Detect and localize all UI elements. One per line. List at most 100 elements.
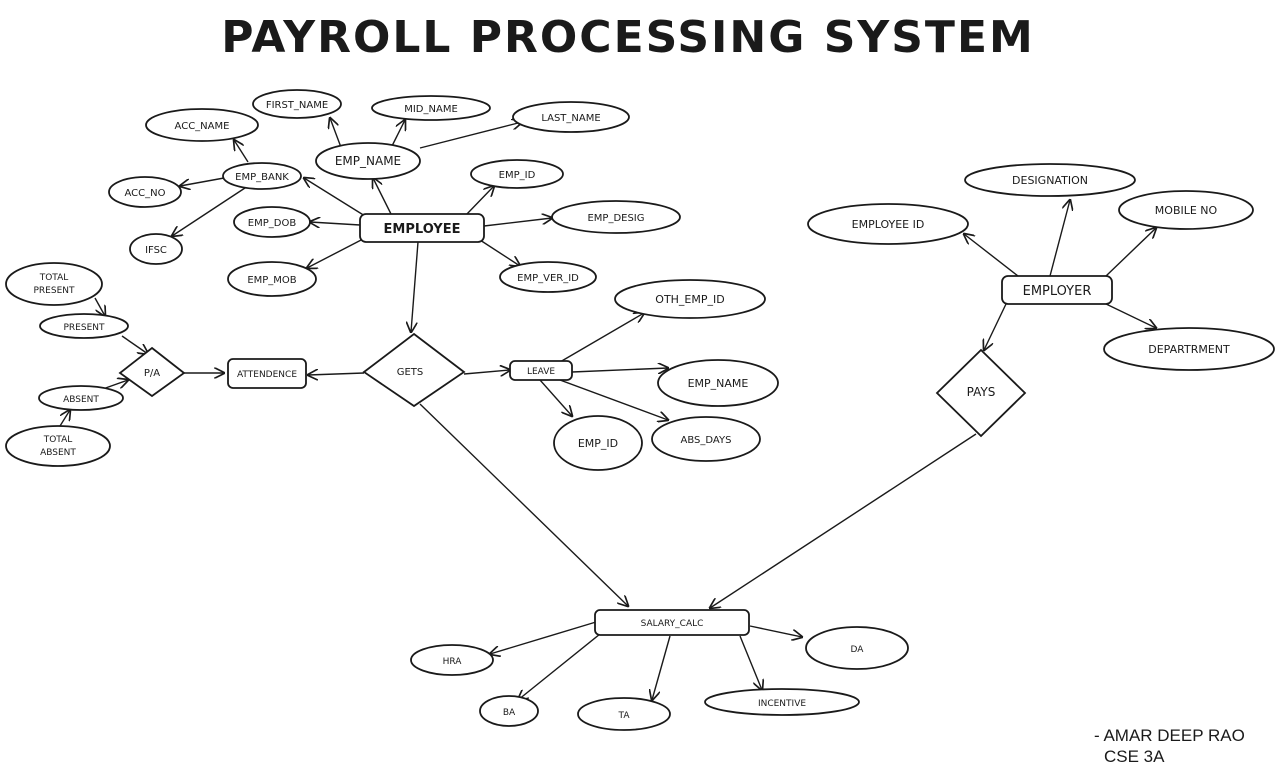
attr-emp-id-label: EMP_ID	[499, 170, 536, 181]
attr-mobile-no-label: MOBILE NO	[1155, 204, 1218, 217]
attr-leave-emp-name-shape	[657, 359, 779, 407]
relation-pays-shape	[935, 348, 1027, 438]
edge-pays-salarycalc	[710, 433, 977, 608]
attr-present-shape	[39, 313, 129, 339]
edge-present-pa	[121, 335, 148, 354]
attr-emp-dob-label: EMP_DOB	[248, 218, 297, 229]
attr-ta-shape	[577, 697, 671, 731]
attr-first-name-label: FIRST_NAME	[266, 100, 328, 111]
edge-gets-salarycalc	[419, 403, 628, 606]
attr-total-present-label-1: TOTAL	[39, 273, 69, 283]
attr-hra-shape	[410, 644, 494, 676]
attr-incentive-label: INCENTIVE	[758, 699, 806, 709]
author-class: CSE 3A	[1104, 747, 1165, 766]
attr-ifsc-shape	[129, 233, 183, 265]
edge-employer-pays	[984, 303, 1007, 350]
attr-leave-emp-id-shape	[553, 415, 643, 471]
entity-salarycalc-label: SALARY_CALC	[641, 619, 704, 629]
attr-ba-label: BA	[503, 708, 516, 718]
attr-acc-no-label: ACC_NO	[125, 188, 166, 199]
edge-salary-da	[749, 625, 802, 637]
edge-empname-firstname	[330, 118, 343, 151]
entity-employer-box	[1001, 275, 1113, 305]
attr-leave-emp-id-label: EMP_ID	[578, 437, 618, 450]
edge-gets-leave	[463, 370, 510, 374]
attr-mobile-no-shape	[1118, 190, 1254, 230]
attr-first-name-shape	[252, 89, 342, 119]
edge-employee-empname	[373, 178, 393, 217]
attr-total-absent-label-1: TOTAL	[43, 435, 73, 445]
edge-employer-departrment	[1103, 302, 1156, 328]
attr-emp-name-label: EMP_NAME	[335, 154, 401, 168]
edge-leave-empname	[571, 368, 668, 372]
attr-emp-mob-label: EMP_MOB	[247, 275, 296, 286]
attr-da-shape	[805, 626, 909, 670]
edge-employer-mobileno	[1105, 228, 1156, 277]
edge-totalpresent-present	[94, 297, 105, 316]
entity-attendence-box	[227, 358, 307, 389]
edge-employee-empbank	[304, 178, 366, 217]
attr-da-label: DA	[851, 645, 865, 655]
attr-departrment-label: DEPARTRMENT	[1148, 343, 1230, 356]
attr-ba-shape	[479, 695, 539, 727]
attr-oth-emp-id-label: OTH_EMP_ID	[655, 293, 724, 306]
attr-oth-emp-id-shape	[614, 279, 766, 319]
attr-acc-name-shape	[145, 108, 259, 142]
entity-employer-label: EMPLOYER	[1023, 284, 1092, 299]
edge-empbank-accname	[234, 140, 249, 163]
attr-emp-id-shape	[470, 159, 564, 189]
edge-employer-designation	[1049, 200, 1070, 277]
attr-hra-label: HRA	[443, 657, 463, 667]
attr-designation-label: DESIGNATION	[1012, 174, 1088, 187]
attr-ifsc-label: IFSC	[145, 245, 167, 256]
attr-total-absent-shape	[5, 425, 111, 467]
attr-leave-emp-name-label: EMP_NAME	[688, 377, 749, 390]
edge-empname-lastname	[419, 122, 522, 149]
edge-salary-incentive	[739, 635, 762, 690]
attr-emp-ver-id-shape	[499, 261, 597, 293]
relation-pays-label: PAYS	[967, 385, 996, 399]
relation-gets-shape	[362, 332, 466, 408]
attr-emp-mob-shape	[227, 261, 317, 297]
relation-gets-label: GETS	[397, 367, 424, 378]
edge-employee-empverid	[479, 239, 520, 266]
attr-last-name-label: LAST_NAME	[541, 113, 600, 124]
attr-total-absent-label-2: ABSENT	[40, 448, 76, 458]
attr-emp-name-shape	[315, 142, 421, 180]
relationships: GETS P/A PAYS	[118, 332, 1027, 438]
attr-emp-ver-id-label: EMP_VER_ID	[517, 273, 579, 284]
relation-pa-shape	[118, 346, 186, 398]
attr-acc-name-label: ACC_NAME	[175, 121, 230, 132]
attr-absent-shape	[38, 385, 124, 411]
edge-employee-empmob	[307, 237, 366, 268]
edge-leave-absdays	[559, 379, 668, 420]
edge-employee-empid	[464, 186, 494, 217]
attr-employee-id-label: EMPLOYEE ID	[852, 218, 925, 231]
attr-absent-label: ABSENT	[63, 395, 99, 405]
attributes: EMP_NAME FIRST_NAME MID_NAME LAST_NAME E…	[5, 89, 1275, 731]
edge-employee-empdesig	[483, 218, 552, 227]
attr-emp-dob-shape	[233, 206, 311, 238]
attr-emp-desig-shape	[551, 200, 681, 234]
entity-attendence-label: ATTENDENCE	[237, 370, 297, 380]
edge-employee-gets	[411, 241, 419, 332]
attr-ta-label: TA	[618, 711, 631, 721]
attr-abs-days-label: ABS_DAYS	[681, 435, 732, 446]
edge-employer-employeeid	[964, 234, 1019, 277]
entity-employee-box	[359, 213, 485, 243]
edge-leave-othempid	[559, 313, 644, 363]
edge-salary-hra	[490, 621, 597, 654]
attr-emp-bank-shape	[222, 162, 302, 190]
entity-salarycalc-box	[594, 609, 750, 636]
edges	[59, 118, 1156, 700]
attr-abs-days-shape	[651, 416, 761, 462]
attr-incentive-shape	[704, 688, 860, 716]
attr-acc-no-shape	[108, 176, 182, 208]
entity-leave-box	[509, 360, 573, 381]
edge-empname-midname	[391, 120, 405, 147]
attr-departrment-shape	[1103, 327, 1275, 371]
diagram-title: PAYROLL PROCESSING SYSTEM	[221, 12, 1035, 63]
attr-employee-id-shape	[807, 203, 969, 245]
entity-leave-label: LEAVE	[527, 367, 555, 377]
